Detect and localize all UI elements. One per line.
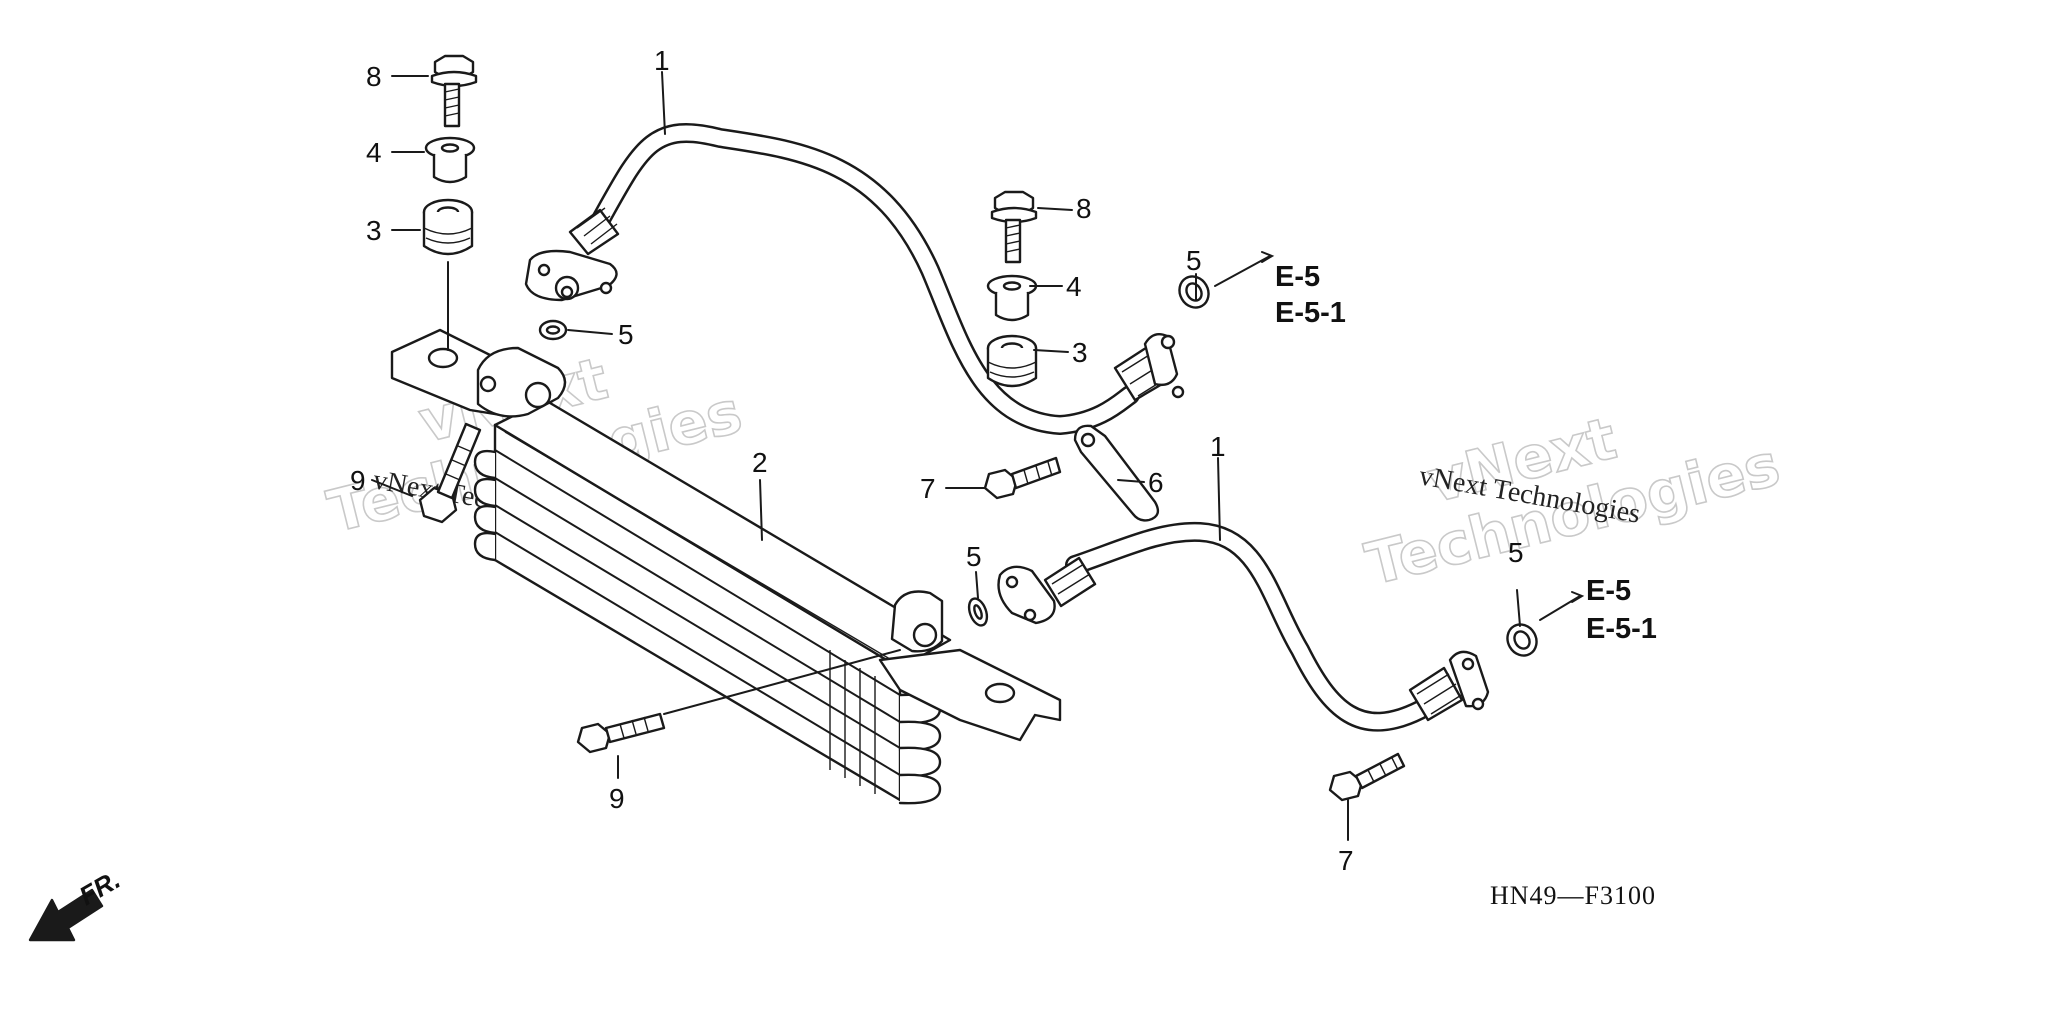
- ref-e5-lower: E-5: [1586, 575, 1631, 607]
- callout-5-lower-right: 5: [1508, 537, 1524, 568]
- bolt-8-left: [430, 54, 478, 128]
- bolt-9-upper: [418, 422, 482, 524]
- oil-cooler-part: [390, 328, 1062, 805]
- callout-labels: 8 4 3 5 9 1 2 9 8 4 3 5 6 7 5 1 5 7: [350, 45, 1524, 876]
- callout-9-lower: 9: [609, 783, 625, 814]
- o-ring-5-lower-right: [1506, 623, 1538, 657]
- bolt-7-lower: [1328, 752, 1406, 802]
- reference-labels: E-5 E-5-1 E-5 E-5-1: [1275, 261, 1657, 645]
- o-ring-5-middle: [967, 597, 989, 627]
- callout-6: 6: [1148, 467, 1164, 498]
- callout-5-upper-right: 5: [1186, 245, 1202, 276]
- ref-e5-1-upper: E-5-1: [1275, 297, 1346, 329]
- watermark-right: vNext Technologies: [1358, 403, 1786, 599]
- lower-hose-part: [997, 521, 1490, 732]
- drawing-code: HN49—F3100: [1490, 881, 1656, 910]
- ref-e5-upper: E-5: [1275, 261, 1320, 293]
- callout-4-left: 4: [366, 137, 382, 168]
- collar-4-right: [986, 274, 1038, 322]
- grommet-3-left: [422, 198, 474, 256]
- bolt-7-upper: [983, 456, 1062, 500]
- leader-lines: [371, 71, 1585, 841]
- callout-4-right: 4: [1066, 271, 1082, 302]
- callout-7-upper: 7: [920, 473, 936, 504]
- callout-5-middle: 5: [966, 541, 982, 572]
- o-ring-5-upper-right: [1178, 275, 1210, 309]
- callout-2: 2: [752, 447, 768, 478]
- callout-3-right: 3: [1072, 337, 1088, 368]
- front-direction-arrow: FR.: [28, 864, 125, 942]
- clamp-6: [1073, 424, 1160, 522]
- bolt-8-right: [990, 190, 1038, 264]
- callout-9-upper: 9: [350, 465, 366, 496]
- callout-8-right: 8: [1076, 193, 1092, 224]
- callout-7-lower: 7: [1338, 845, 1354, 876]
- collar-4-left: [424, 136, 476, 184]
- grommet-3-right: [986, 334, 1038, 388]
- callout-5-upper-left: 5: [618, 319, 634, 350]
- upper-hose-part: [524, 123, 1185, 435]
- callout-1-lower: 1: [1210, 431, 1226, 462]
- ref-e5-1-lower: E-5-1: [1586, 613, 1657, 645]
- callout-8-left: 8: [366, 61, 382, 92]
- bolt-9-lower: [576, 712, 666, 754]
- callout-1-upper: 1: [654, 45, 670, 76]
- o-ring-5-upper-left: [538, 319, 568, 341]
- callout-3-left: 3: [366, 215, 382, 246]
